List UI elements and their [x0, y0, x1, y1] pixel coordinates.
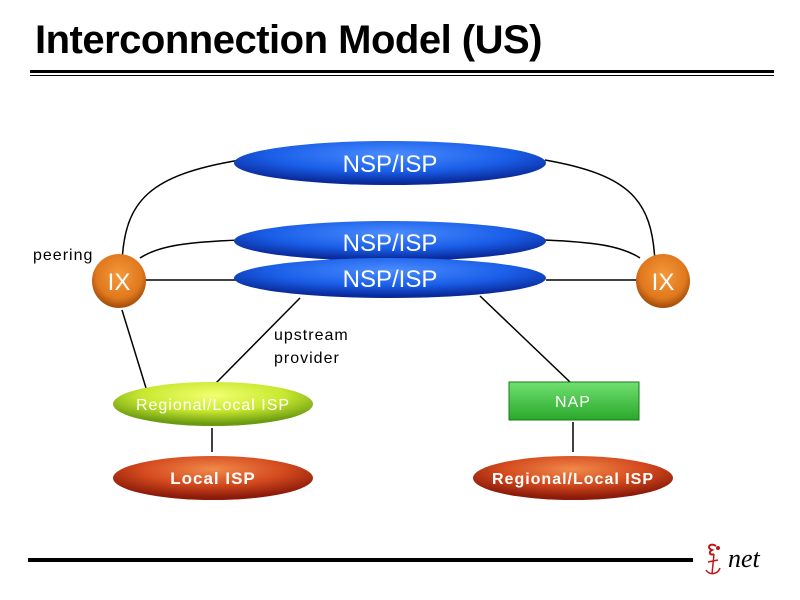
regional-local-isp-left-node [113, 382, 313, 426]
link-nsp-nap [479, 295, 571, 383]
link-ix-right-nsp-mid [544, 239, 641, 259]
ix-right-label: IX [652, 269, 675, 296]
peering-label: peering [33, 247, 94, 264]
page-title: Interconnection Model (US) [35, 18, 543, 62]
local-isp-node [113, 456, 313, 500]
footer-rule [28, 558, 693, 562]
nsp-isp-low-node [234, 258, 546, 298]
nap-label: NAP [555, 394, 591, 411]
title-underline [30, 70, 774, 73]
nsp-isp-low-label: NSP/ISP [343, 266, 438, 293]
link-ix-left-nsp-mid [139, 239, 241, 259]
nsp-isp-top-label: NSP/ISP [343, 151, 438, 178]
upstream-label: upstream [274, 327, 349, 344]
regional-left-label: Regional/Local ISP [136, 397, 290, 414]
link-ix-right-nsp-top [544, 159, 656, 263]
link-ix-left-nsp-top [121, 159, 241, 263]
link-ix-left-regional [121, 309, 147, 389]
nsp-isp-mid-label: NSP/ISP [343, 230, 438, 257]
ix-right-node [636, 254, 690, 308]
link-nsp-regional-upstream [215, 297, 301, 384]
provider-label: provider [274, 350, 340, 367]
logo-text: net [728, 544, 760, 573]
title-underline-thin [30, 75, 774, 76]
ix-left-label: IX [108, 269, 131, 296]
nsp-isp-top-node [234, 141, 546, 185]
nsp-isp-mid-node [234, 221, 546, 261]
regional-local-isp-right-node [473, 456, 673, 500]
regional-right-label: Regional/Local ISP [492, 471, 654, 488]
inet-logo-icon [705, 543, 721, 575]
local-isp-label: Local ISP [170, 469, 256, 488]
nap-node [508, 381, 640, 421]
ix-left-node [92, 254, 146, 308]
